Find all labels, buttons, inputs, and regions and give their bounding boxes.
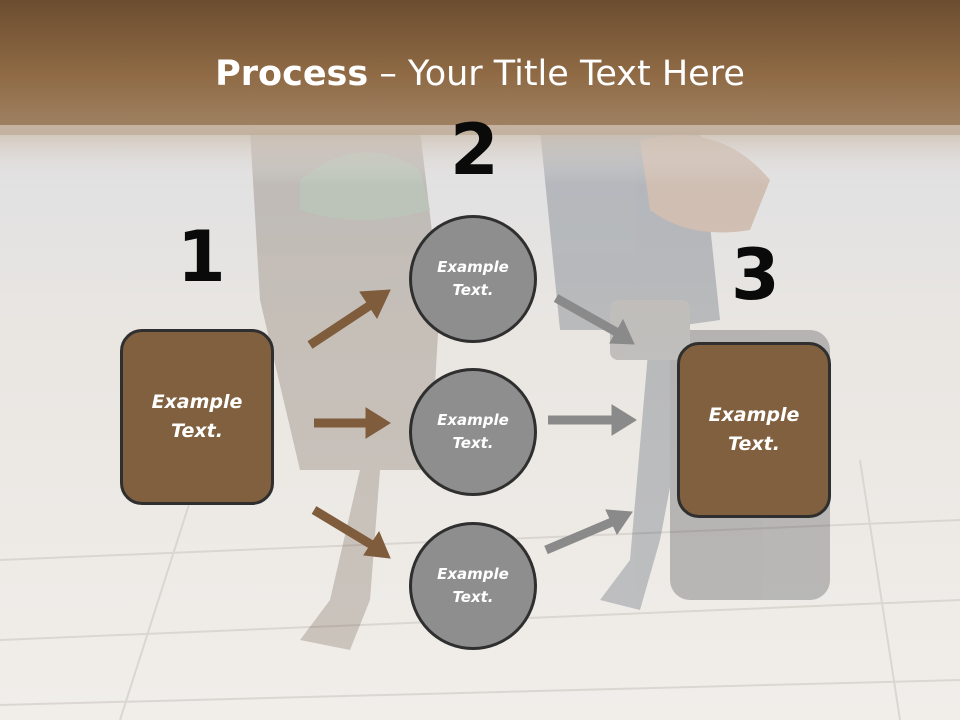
circle-bottom: Example Text. bbox=[409, 522, 537, 650]
step-box-3-text: Example Text. bbox=[708, 404, 800, 455]
circle-middle-text: Example Text. bbox=[437, 411, 509, 452]
circle-top-text: Example Text. bbox=[437, 258, 509, 299]
title-rest: – Your Title Text Here bbox=[368, 54, 745, 94]
step-number-1: 1 bbox=[177, 216, 226, 298]
arrow-from-bottom-head bbox=[605, 509, 633, 536]
arrow-to-top bbox=[307, 300, 375, 349]
circle-bottom-text: Example Text. bbox=[437, 565, 509, 606]
arrow-to-top-head bbox=[359, 289, 391, 320]
step-box-3: Example Text. bbox=[677, 342, 831, 518]
slide-title: Process – Your Title Text Here bbox=[0, 52, 960, 96]
circle-top: Example Text. bbox=[409, 215, 537, 343]
title-bold: Process bbox=[215, 54, 369, 94]
step-box-1: Example Text. bbox=[120, 329, 274, 505]
arrow-from-top bbox=[553, 294, 621, 337]
arrow-from-top-head bbox=[609, 318, 635, 345]
arrow-to-bottom-head bbox=[363, 530, 391, 559]
arrow-to-bottom bbox=[311, 506, 375, 549]
arrow-from-middle-head bbox=[611, 404, 637, 436]
arrow-to-middle-head bbox=[365, 407, 391, 439]
step-number-3: 3 bbox=[731, 234, 780, 316]
step-box-1-text: Example Text. bbox=[151, 391, 243, 442]
circle-middle: Example Text. bbox=[409, 368, 537, 496]
arrow-from-bottom bbox=[544, 517, 614, 555]
step-number-2: 2 bbox=[450, 109, 499, 191]
